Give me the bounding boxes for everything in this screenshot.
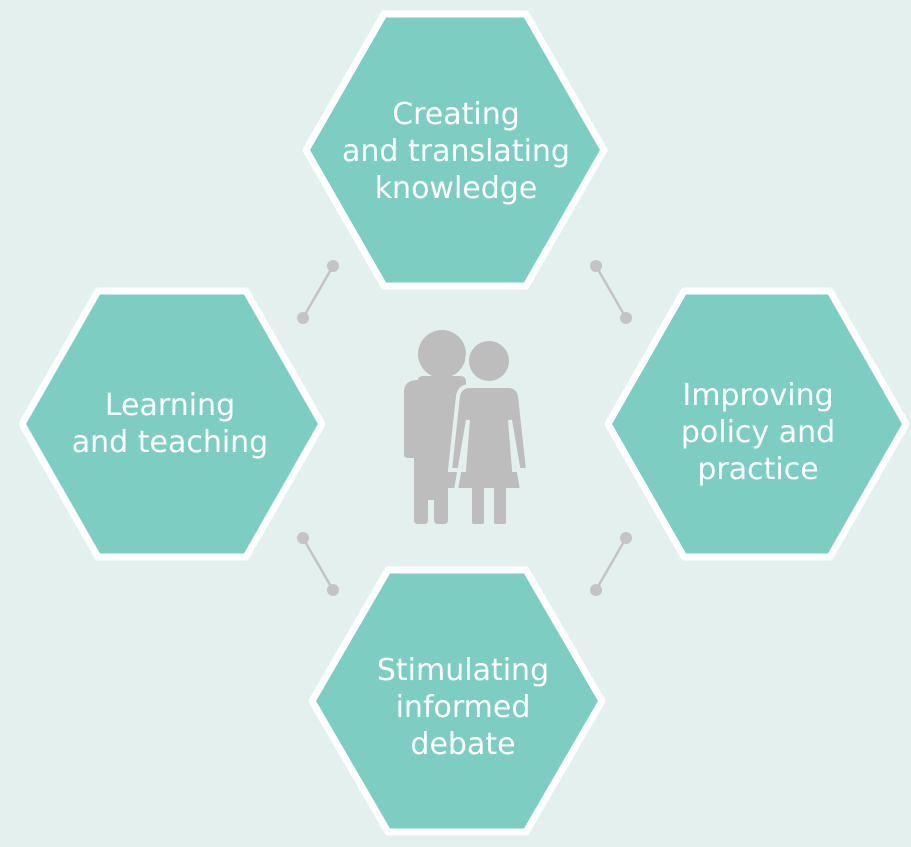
hexagon-bottom-line-2: informed: [395, 689, 531, 725]
connector-top-right: [590, 260, 632, 324]
hexagon-top-label: Creating and translating knowledge: [326, 81, 586, 221]
hexagon-bottom-line-3: debate: [410, 726, 516, 762]
hexagon-bottom-line-1: Stimulating: [376, 652, 550, 688]
elderly-couple-icon: [404, 330, 531, 528]
hexagon-left: [18, 287, 326, 561]
hexagon-top: [302, 10, 608, 290]
hexagon-left-line-1: Learning: [104, 388, 236, 423]
connector-bottom-right: [590, 532, 632, 596]
hexagon-bottom-label: Stimulating informed debate: [333, 637, 593, 777]
hexagon-top-line-2: and translating: [342, 133, 570, 169]
hexagon-right-label: Improving policy and practice: [628, 362, 888, 502]
hexagon-top-line-1: Creating: [392, 96, 520, 132]
hexagon-right-line-3: practice: [697, 451, 819, 487]
hexagon-left-line-2: and teaching: [71, 425, 269, 460]
hexagon-right-line-2: policy and: [680, 414, 836, 450]
hexagon-bottom: [308, 566, 606, 836]
hexagon-left-label: Learning and teaching: [40, 354, 300, 494]
hexagon-right-line-1: Improving: [682, 377, 834, 413]
hexagon-top-line-3: knowledge: [374, 170, 538, 206]
hexagon-right: [604, 287, 910, 561]
connector-bottom-left: [297, 532, 339, 596]
connector-top-left: [297, 260, 339, 324]
